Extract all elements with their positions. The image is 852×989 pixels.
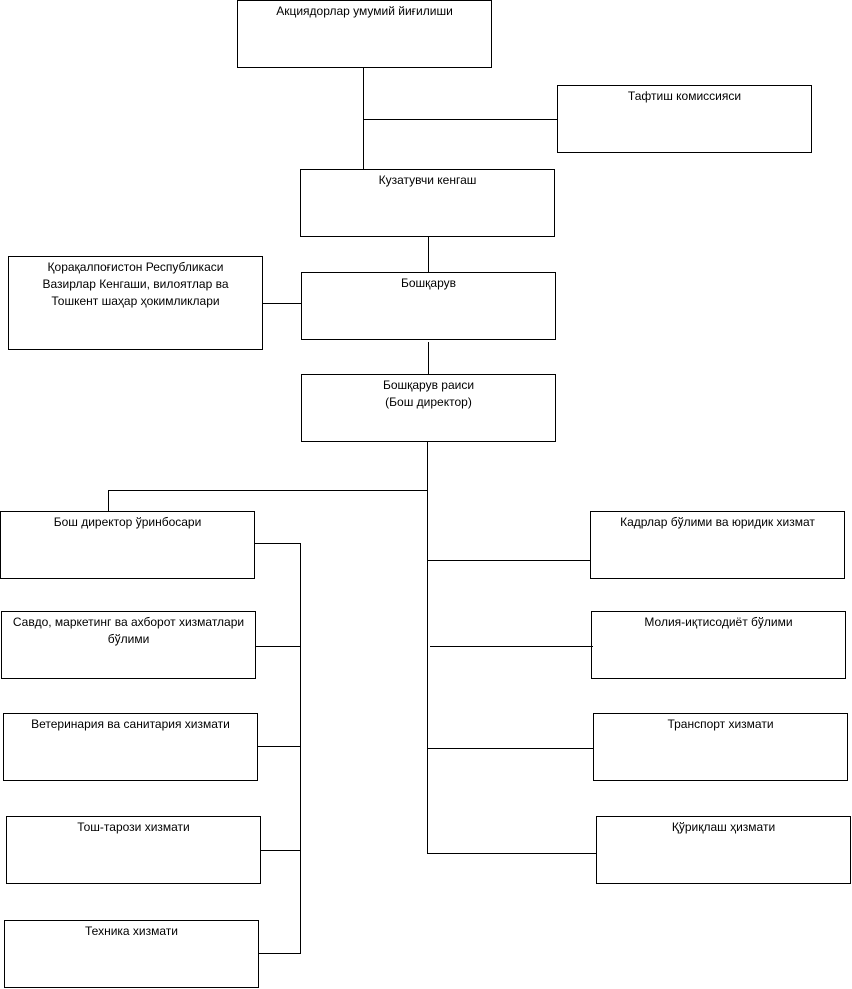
local-authorities-box: Қорақалпоғистон Республикаси Вазирлар Ке… (8, 256, 263, 350)
connector-line (263, 303, 301, 304)
management-board-box: Бошқарув (301, 272, 556, 340)
connector-line (256, 646, 301, 647)
connector-line (428, 342, 429, 375)
connector-line (255, 543, 301, 544)
connector-line (428, 748, 594, 749)
finance-box: Молия-иқтисодиёт бўлими (591, 611, 846, 679)
connector-line (430, 646, 593, 647)
connector-line (363, 119, 557, 120)
shareholders-meeting-box: Акциядорлар умумий йиғилиши (237, 0, 492, 68)
supervisory-board-box: Кузатувчи кенгаш (300, 169, 555, 237)
connector-line (108, 490, 109, 512)
technical-service-box: Техника хизмати (4, 920, 259, 988)
veterinary-service-box: Ветеринария ва санитария хизмати (3, 713, 258, 781)
connector-line (258, 746, 301, 747)
chairman-box: Бошқарув раиси (Бош директор) (301, 374, 556, 442)
audit-commission-box: Тафтиш комиссияси (557, 85, 812, 153)
weights-service-box: Тош-тарози хизмати (6, 816, 261, 884)
connector-line (428, 560, 591, 561)
security-service-box: Қўриқлаш ҳизмати (596, 816, 851, 884)
connector-line (261, 850, 301, 851)
connector-line (427, 442, 428, 854)
connector-line (427, 853, 597, 854)
connector-line (428, 237, 429, 273)
connector-line (259, 953, 301, 954)
hr-legal-box: Кадрлар бўлими ва юридик хизмат (590, 511, 845, 579)
connector-line (108, 490, 428, 491)
transport-service-box: Транспорт хизмати (593, 713, 848, 781)
connector-line (300, 543, 301, 954)
deputy-director-box: Бош директор ўринбосари (0, 511, 255, 579)
sales-marketing-box: Савдо, маркетинг ва ахборот хизматлари б… (1, 611, 256, 679)
